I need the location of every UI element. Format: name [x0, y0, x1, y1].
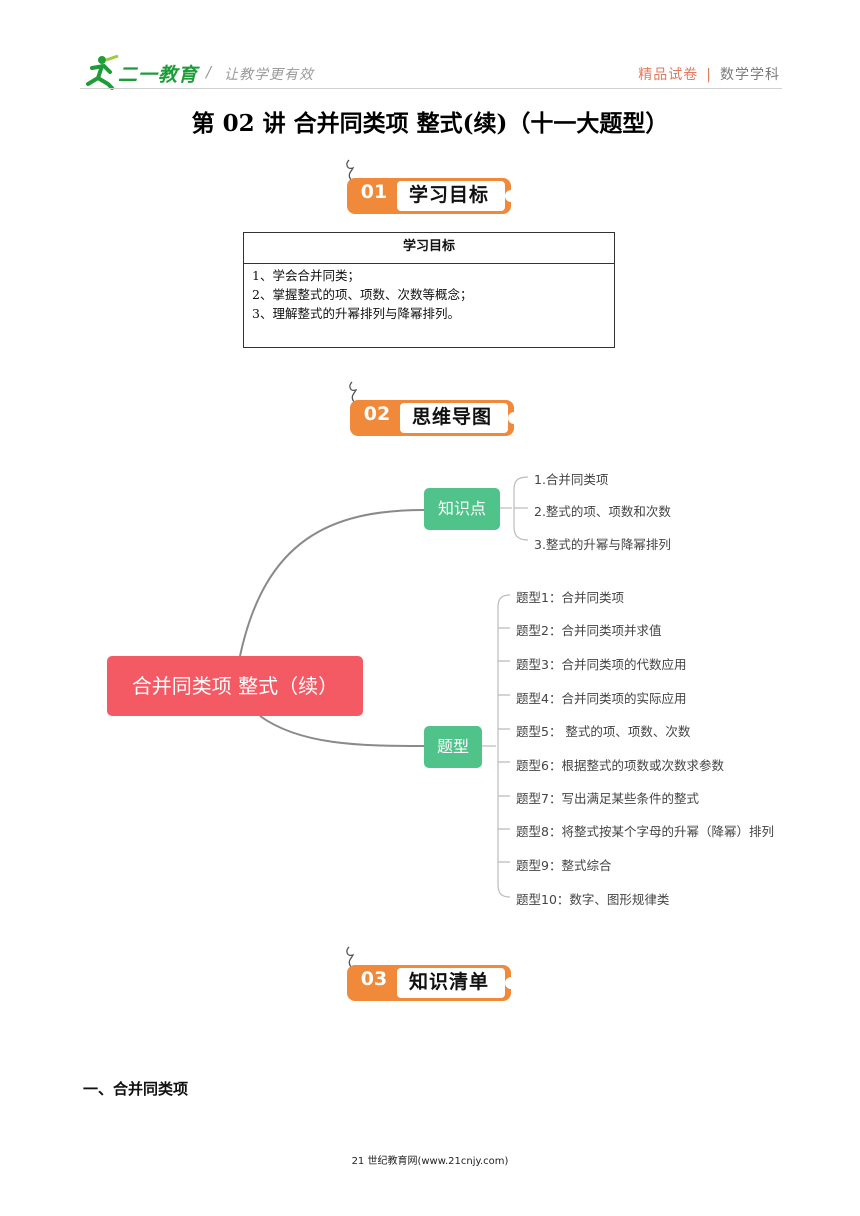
section-number: 02	[363, 403, 391, 425]
mindmap-node-knowledge: 知识点	[424, 488, 500, 530]
header-divider: |	[706, 67, 712, 83]
header-tag: 精品试卷	[638, 67, 699, 83]
mindmap-node-types: 题型	[424, 726, 482, 768]
section-heading: 一、合并同类项	[83, 1080, 189, 1098]
objective-item: 2、掌握整式的项、项数、次数等概念；	[252, 287, 473, 302]
section-number: 03	[360, 968, 388, 990]
mindmap-leaf: 题型4：合并同类项的实际应用	[516, 691, 687, 706]
section-banner-02: 02 思维导图	[348, 380, 518, 442]
objectives-header: 学习目标	[244, 233, 614, 264]
section-label: 学习目标	[408, 184, 489, 206]
header-tags: 精品试卷 | 数学学科	[638, 64, 780, 84]
mindmap-leaf: 3.整式的升幂与降幂排列	[534, 537, 671, 552]
mindmap-leaf: 题型8：将整式按某个字母的升幂（降幂）排列	[516, 824, 774, 839]
mindmap-leaf: 题型10：数字、图形规律类	[516, 892, 670, 907]
page-footer: 21 世纪教育网(www.21cnjy.com)	[351, 1156, 509, 1167]
mindmap-leaf: 题型5： 整式的项、项数、次数	[516, 724, 691, 739]
mindmap-root: 合并同类项 整式（续）	[107, 656, 363, 716]
section-label: 知识清单	[408, 971, 489, 993]
mindmap-leaf: 1.合并同类项	[534, 472, 609, 487]
objective-item: 1、学会合并同类；	[252, 268, 360, 283]
header-subject: 数学学科	[720, 67, 780, 83]
header-rule	[80, 88, 782, 89]
objectives-list: 1、学会合并同类； 2、掌握整式的项、项数、次数等概念； 3、理解整式的升幂排列…	[244, 264, 614, 325]
mindmap-leaf: 2.整式的项、项数和次数	[534, 504, 671, 519]
mindmap-leaf: 题型3：合并同类项的代数应用	[516, 657, 687, 672]
section-banner-03: 03 知识清单	[345, 945, 515, 1007]
objectives-table: 学习目标 1、学会合并同类； 2、掌握整式的项、项数、次数等概念； 3、理解整式…	[243, 232, 615, 348]
section-banner-01: 01 学习目标	[345, 158, 515, 220]
logo-text: 二一教育	[118, 64, 199, 86]
objective-item: 3、理解整式的升幂排列与降幂排列。	[252, 306, 460, 321]
mindmap-leaf: 题型9：整式综合	[516, 858, 612, 873]
runner-logo-icon	[80, 54, 200, 90]
document-title: 第 02 讲 合并同类项 整式(续)（十一大题型）	[191, 110, 669, 137]
slogan: 让教学更有效	[224, 67, 314, 83]
mindmap-leaf: 题型7：写出满足某些条件的整式	[516, 791, 699, 806]
section-number: 01	[360, 181, 388, 203]
section-label: 思维导图	[411, 406, 492, 428]
mindmap-leaf: 题型1：合并同类项	[516, 590, 624, 605]
mindmap-leaf: 题型2：合并同类项并求值	[516, 623, 662, 638]
slogan-separator: /	[206, 63, 212, 81]
mindmap-leaf: 题型6：根据整式的项数或次数求参数	[516, 758, 724, 773]
